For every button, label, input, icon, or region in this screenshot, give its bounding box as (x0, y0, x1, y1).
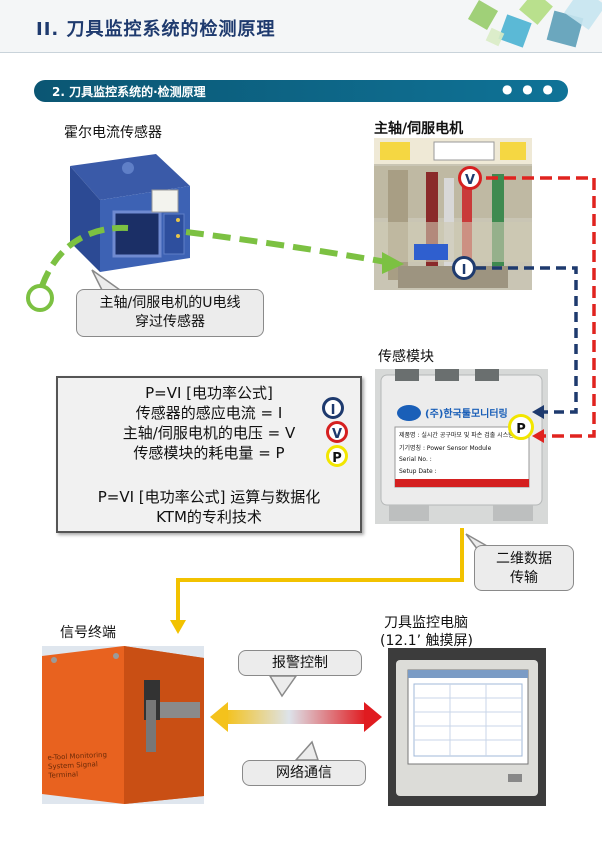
alarm-callout: 报警控制 (238, 650, 362, 676)
wire-callout-line1: 主轴/伺服电机的U电线 (77, 294, 263, 313)
module-power-badge: P (508, 414, 534, 440)
current-badge: I (322, 397, 344, 419)
formula-box: P=VI [电功率公式] 传感器的感应电流 = I 主轴/伺服电机的电压 = V… (56, 376, 362, 533)
formula-line4: 传感模块的耗电量 = P (58, 442, 360, 463)
data-transmission-arrow (178, 528, 462, 624)
current-dashed-line (476, 268, 576, 412)
formula-line6: KTM的专利技术 (58, 506, 360, 527)
green-wire-arrow-to-motor (186, 232, 386, 262)
current-arrowhead (532, 405, 544, 419)
voltage-arrowhead (532, 429, 544, 443)
green-wire-arrow (42, 228, 128, 286)
motor-voltage-badge: V (458, 166, 482, 190)
right-arrowhead (364, 702, 382, 732)
formula-line5: P=VI [电功率公式] 运算与数据化 (58, 486, 360, 507)
alarm-callout-text: 报警控制 (272, 655, 328, 671)
power-badge: P (326, 445, 348, 467)
voltage-dashed-line (486, 178, 594, 436)
formula-line3: 主轴/伺服电机的电压 = V (58, 422, 360, 443)
wire-callout-line2: 穿过传感器 (77, 313, 263, 332)
green-arrowhead (382, 252, 404, 274)
data-callout-line2: 传输 (475, 569, 573, 588)
data-arrowhead (170, 620, 186, 634)
network-callout: 网络通信 (242, 760, 366, 786)
bidirectional-arrow (226, 710, 366, 724)
data-transmission-callout: 二维数据 传输 (474, 545, 574, 591)
data-callout-line1: 二维数据 (475, 550, 573, 569)
wire-start-circle (28, 286, 52, 310)
network-callout-text: 网络通信 (276, 765, 332, 781)
formula-line2: 传感器的感应电流 = I (58, 402, 360, 423)
voltage-badge: V (326, 421, 348, 443)
left-arrowhead (210, 702, 228, 732)
motor-current-badge: I (452, 256, 476, 280)
wire-callout: 主轴/伺服电机的U电线 穿过传感器 (76, 289, 264, 337)
formula-line1: P=VI [电功率公式] (58, 382, 360, 403)
